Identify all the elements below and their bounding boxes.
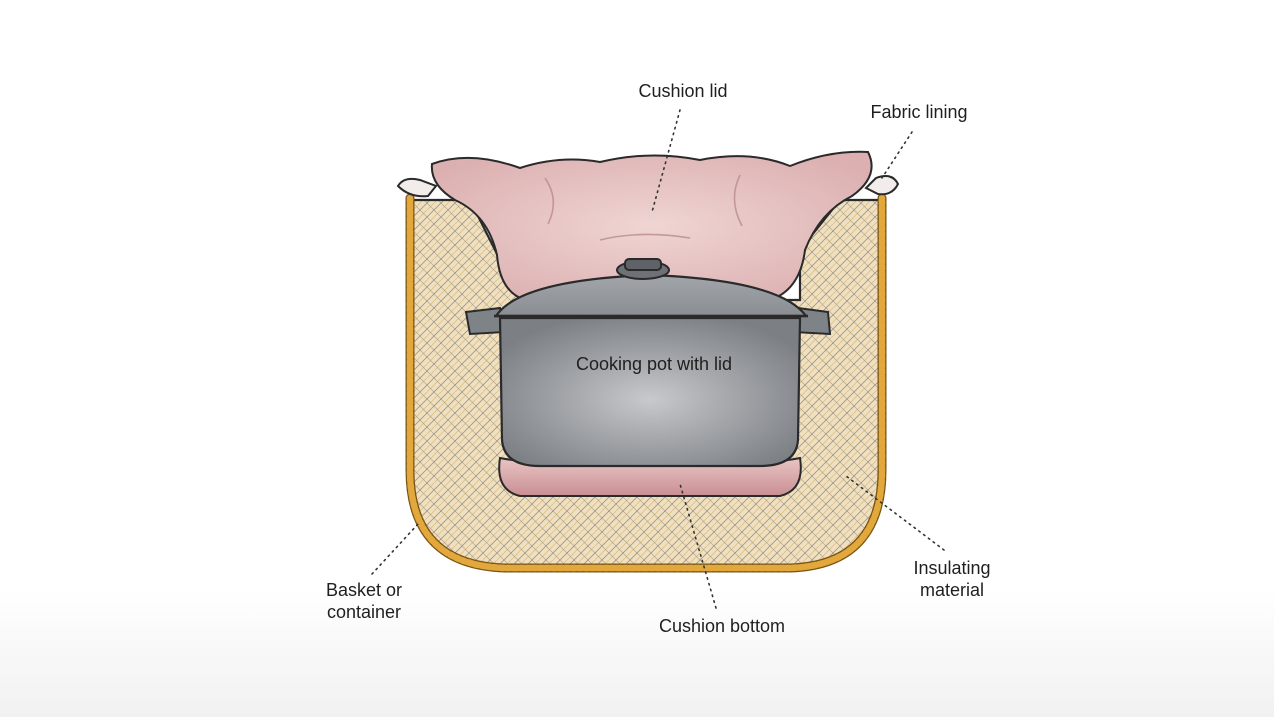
cooking-pot-label: Cooking pot with lid (575, 354, 733, 374)
basket-label: Basket or container (309, 579, 419, 623)
insulating-label-line1: Insulating (913, 558, 991, 578)
leader-fabric-lining (881, 131, 913, 179)
insulating-label-line2: material (919, 580, 985, 600)
basket-rope (405, 193, 887, 573)
cooking-pot (464, 258, 832, 468)
insulating-label: Insulating material (897, 557, 1007, 601)
cushion-bottom-label: Cushion bottom (658, 616, 786, 636)
leader-insulating (845, 475, 945, 551)
fabric-lining-label: Fabric lining (870, 102, 968, 122)
basket-label-line1: Basket or (325, 580, 403, 600)
leader-lines (371, 109, 945, 609)
cushion-lid-label: Cushion lid (638, 81, 728, 101)
leader-cushion-bottom (679, 483, 717, 609)
cushion-lid (430, 150, 873, 301)
fabric-lining (396, 175, 900, 198)
basket-label-line2: container (326, 602, 402, 622)
leader-basket (371, 523, 419, 575)
leader-cushion-lid (651, 109, 681, 213)
